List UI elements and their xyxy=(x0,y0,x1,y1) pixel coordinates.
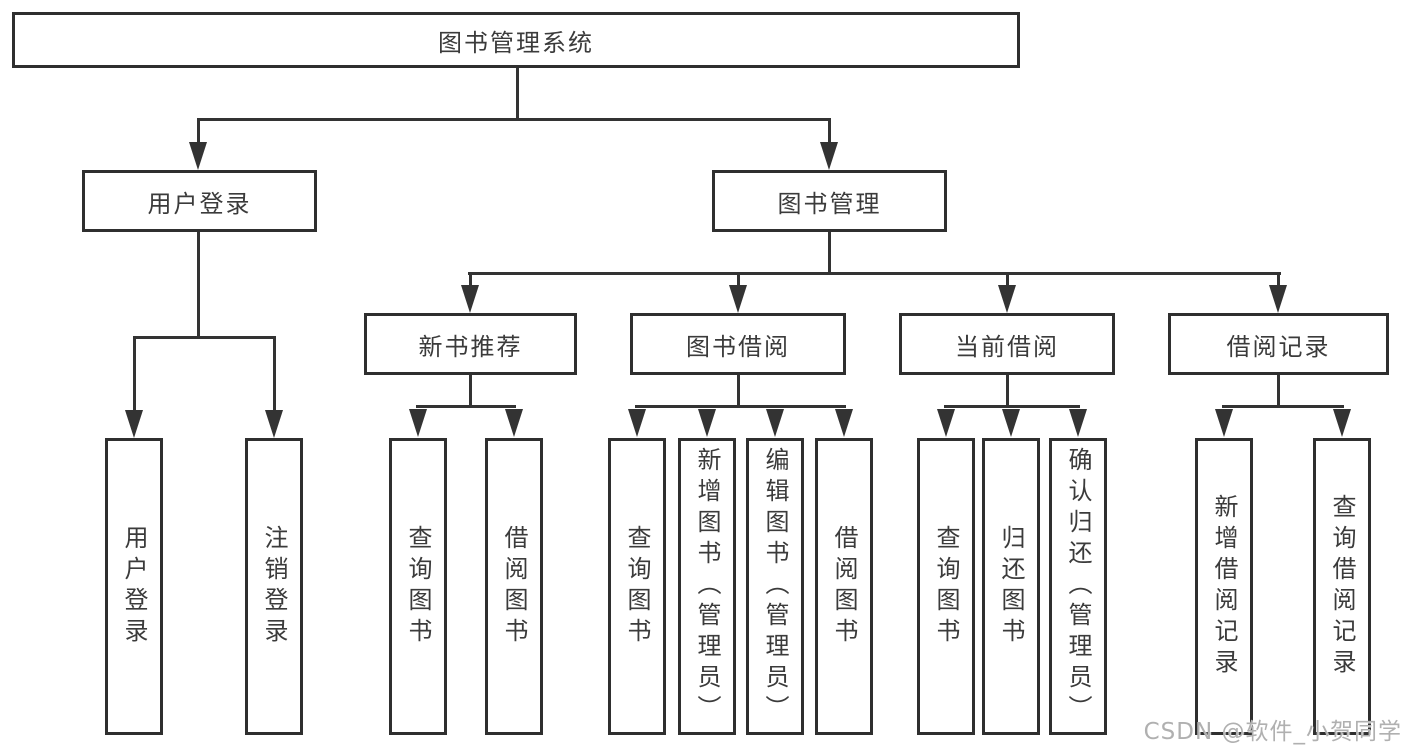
node-label: 归还图书 xyxy=(997,524,1025,649)
node-label: 用户登录 xyxy=(120,524,148,649)
node-add-books-admin-leaf: 新增图书（管理员） xyxy=(678,438,736,735)
arrowhead-down-icon xyxy=(461,285,479,313)
node-confirm-return-admin-leaf: 确认归还（管理员） xyxy=(1049,438,1107,735)
node-book-borrowing: 图书借阅 xyxy=(630,313,846,375)
node-return-books-leaf: 归还图书 xyxy=(982,438,1040,735)
node-label: 新增借阅记录 xyxy=(1210,493,1238,680)
node-query-books-leaf: 查询图书 xyxy=(389,438,447,735)
node-current-borrowing: 当前借阅 xyxy=(899,313,1115,375)
connector-group2-stem xyxy=(737,375,740,405)
node-label: 注销登录 xyxy=(260,524,288,649)
arrowhead-down-icon xyxy=(1269,285,1287,313)
arrowhead-down-icon xyxy=(1069,409,1087,437)
arrowhead-down-icon xyxy=(937,409,955,437)
node-label: 查询图书 xyxy=(404,524,432,649)
connector-book-management-stem xyxy=(828,232,831,272)
node-new-book-recommendation: 新书推荐 xyxy=(364,313,577,375)
connector-level1-horizontal xyxy=(197,118,831,121)
node-book-management: 图书管理 xyxy=(712,170,947,232)
connector-root-stem xyxy=(516,68,519,119)
connector-group3-horizontal xyxy=(944,405,1080,408)
arrowhead-down-icon xyxy=(505,409,523,437)
connector-drop-login xyxy=(133,339,136,412)
node-user-login-leaf: 用户登录 xyxy=(105,438,163,735)
connector-user-login-stem xyxy=(197,232,200,336)
node-label: 借阅图书 xyxy=(830,524,858,649)
connector-group1-horizontal xyxy=(416,405,516,408)
node-label: 确认归还（管理员） xyxy=(1064,447,1092,726)
node-borrow-books-leaf: 借阅图书 xyxy=(815,438,873,735)
arrowhead-down-icon xyxy=(835,409,853,437)
arrowhead-down-icon xyxy=(1002,409,1020,437)
connector-group2-horizontal xyxy=(635,405,846,408)
connector-group1-stem xyxy=(469,375,472,405)
arrowhead-down-icon xyxy=(189,142,207,170)
connector-user-login-horizontal xyxy=(133,336,276,339)
node-borrowing-records: 借阅记录 xyxy=(1168,313,1389,375)
node-label: 新增图书（管理员） xyxy=(693,447,721,726)
arrowhead-down-icon xyxy=(628,409,646,437)
arrowhead-down-icon xyxy=(820,142,838,170)
node-label: 查询图书 xyxy=(932,524,960,649)
node-borrow-books-leaf: 借阅图书 xyxy=(485,438,543,735)
csdn-watermark: CSDN @软件_小贺同学 xyxy=(1143,719,1402,745)
connector-drop-book-management xyxy=(828,120,831,146)
node-user-login: 用户登录 xyxy=(82,170,317,232)
node-query-borrow-record-leaf: 查询借阅记录 xyxy=(1313,438,1371,735)
connector-drop-current-borrow xyxy=(1006,275,1009,287)
arrowhead-down-icon xyxy=(1333,409,1351,437)
node-label: 查询借阅记录 xyxy=(1328,493,1356,680)
connector-group4-stem xyxy=(1277,375,1280,405)
node-label: 编辑图书（管理员） xyxy=(761,447,789,726)
connector-level2-horizontal xyxy=(468,272,1281,275)
node-logout-leaf: 注销登录 xyxy=(245,438,303,735)
arrowhead-down-icon xyxy=(766,409,784,437)
node-query-books-leaf: 查询图书 xyxy=(608,438,666,735)
connector-drop-user-login xyxy=(197,120,200,146)
arrowhead-down-icon xyxy=(1215,409,1233,437)
arrowhead-down-icon xyxy=(998,285,1016,313)
node-query-books-leaf: 查询图书 xyxy=(917,438,975,735)
node-edit-books-admin-leaf: 编辑图书（管理员） xyxy=(746,438,804,735)
node-library-management-system: 图书管理系统 xyxy=(12,12,1020,68)
node-add-borrow-record-leaf: 新增借阅记录 xyxy=(1195,438,1253,735)
arrowhead-down-icon xyxy=(729,285,747,313)
connector-drop-new-books xyxy=(469,275,472,287)
arrowhead-down-icon xyxy=(698,409,716,437)
arrowhead-down-icon xyxy=(409,409,427,437)
connector-group4-horizontal xyxy=(1222,405,1344,408)
arrowhead-down-icon xyxy=(265,410,283,438)
connector-drop-book-borrow xyxy=(737,275,740,287)
connector-drop-borrow-records xyxy=(1277,275,1280,287)
connector-group3-stem xyxy=(1006,375,1009,405)
arrowhead-down-icon xyxy=(125,410,143,438)
connector-drop-logout xyxy=(273,339,276,412)
node-label: 查询图书 xyxy=(623,524,651,649)
node-label: 借阅图书 xyxy=(500,524,528,649)
